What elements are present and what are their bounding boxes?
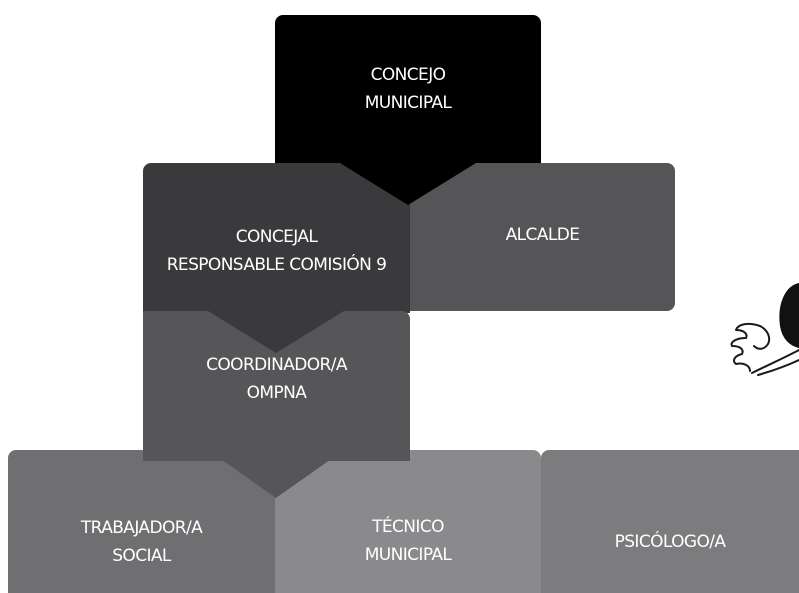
coordinador-ompna-box: COORDINADOR/A OMPNA [143,311,410,461]
alcalde-label: ALCALDE [505,225,580,245]
concejal-responsable-label: CONCEJAL RESPONSABLE COMISIÓN 9 [166,227,387,275]
trabajador-social-label: TRABAJADOR/A SOCIAL [80,517,203,566]
psicologo-label: PSICÓLOGO/A [614,531,726,552]
tecnico-municipal-box: TÉCNICO MUNICIPAL [275,450,541,593]
tecnico-municipal-label: TÉCNICO MUNICIPAL [364,516,452,565]
alcalde-box: ALCALDE [410,163,675,311]
pointing-hand-icon [730,283,799,376]
concejo-municipal-box: CONCEJO MUNICIPAL [275,15,541,165]
concejal-responsable-box: CONCEJAL RESPONSABLE COMISIÓN 9 [143,163,410,313]
coordinador-ompna-label: COORDINADOR/A OMPNA [206,355,347,403]
concejo-municipal-label: CONCEJO MUNICIPAL [364,65,452,113]
trabajador-social-box: TRABAJADOR/A SOCIAL [8,450,275,593]
psicologo-box: PSICÓLOGO/A [541,450,799,593]
